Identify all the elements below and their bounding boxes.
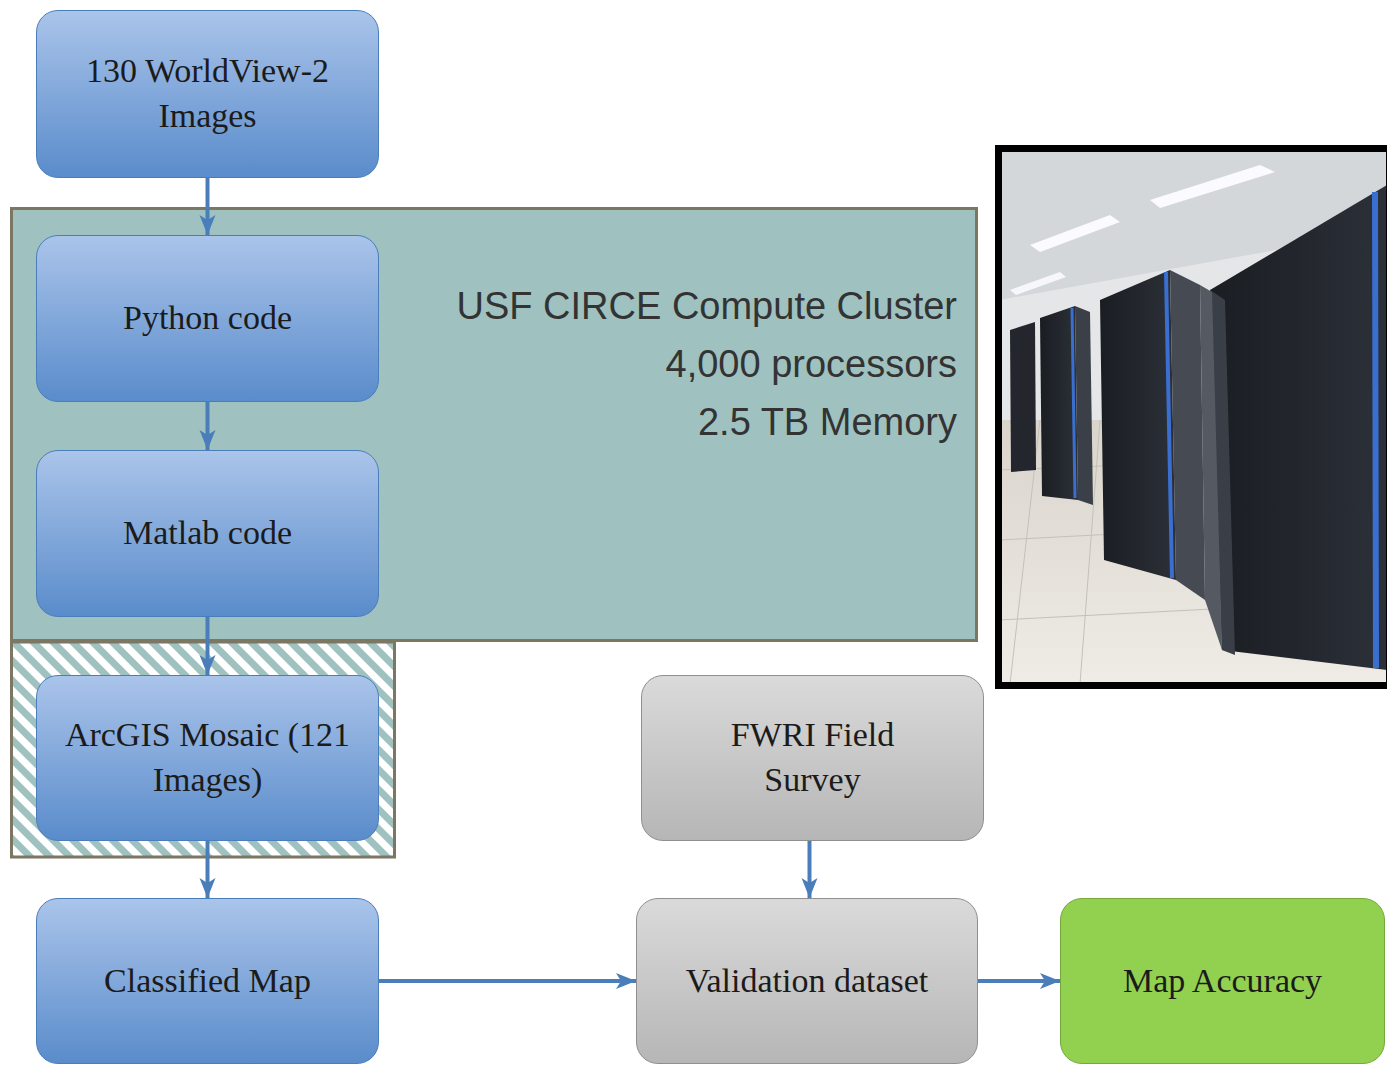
box-label: Matlab code bbox=[123, 511, 292, 556]
result-box: Map Accuracy bbox=[1060, 898, 1385, 1064]
box-label: Python code bbox=[123, 296, 292, 341]
flow-arrow bbox=[808, 841, 812, 898]
box-label: Classified Map bbox=[104, 959, 311, 1004]
process-box: Matlab code bbox=[36, 450, 379, 617]
data-box: FWRI Field Survey bbox=[641, 675, 984, 841]
box-label: 130 WorldView-2 Images bbox=[63, 49, 353, 139]
cluster-spec: 4,000 processors bbox=[666, 343, 958, 386]
flow-arrow bbox=[206, 178, 210, 235]
output-box: Classified Map bbox=[36, 898, 379, 1064]
process-box: ArcGIS Mosaic (121 Images) bbox=[36, 675, 379, 841]
cluster-heading: USF CIRCE Compute Cluster bbox=[457, 285, 957, 328]
flow-arrow bbox=[978, 979, 1060, 983]
data-box: Validation dataset bbox=[636, 898, 978, 1064]
flow-arrow bbox=[206, 617, 210, 675]
flow-arrow bbox=[379, 979, 636, 983]
box-label: FWRI Field Survey bbox=[693, 713, 933, 803]
flow-arrow bbox=[206, 841, 210, 898]
box-label: Map Accuracy bbox=[1123, 959, 1322, 1004]
input-box: 130 WorldView-2 Images bbox=[36, 10, 379, 178]
flow-arrow bbox=[206, 402, 210, 450]
process-box: Python code bbox=[36, 235, 379, 402]
box-label: ArcGIS Mosaic (121 Images) bbox=[63, 713, 353, 803]
cluster-spec: 2.5 TB Memory bbox=[698, 401, 957, 444]
cluster-band: USF CIRCE Compute Cluster 4,000 processor… bbox=[10, 207, 978, 642]
box-label: Validation dataset bbox=[686, 959, 929, 1004]
